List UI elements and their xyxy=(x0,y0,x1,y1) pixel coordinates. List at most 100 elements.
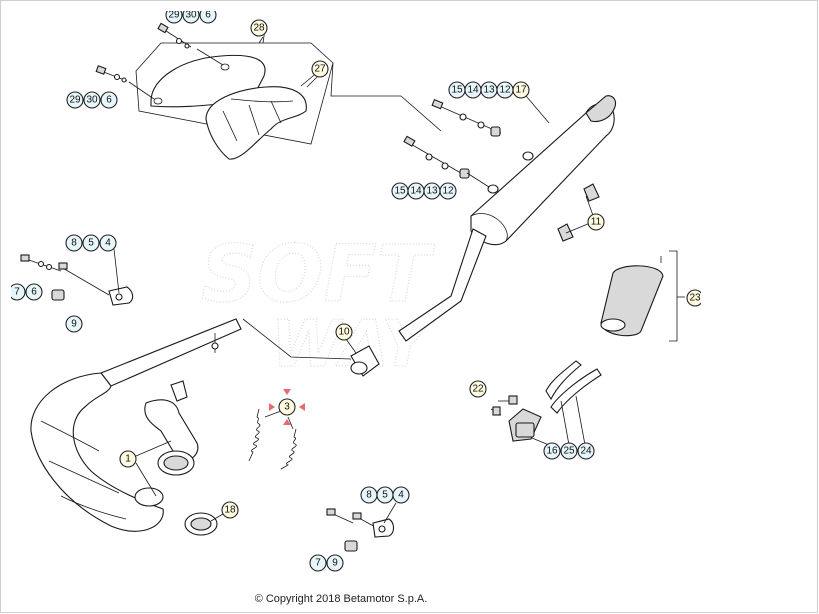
svg-text:6: 6 xyxy=(205,11,211,21)
chip-7[interactable]: 7 xyxy=(309,554,327,572)
group-clamp: 16 25 24 xyxy=(543,442,595,460)
svg-text:30: 30 xyxy=(86,95,98,106)
svg-text:SOFT: SOFT xyxy=(201,230,436,320)
chip-14[interactable]: 14 xyxy=(407,182,425,200)
svg-text:17: 17 xyxy=(515,85,527,96)
chip-12[interactable]: 12 xyxy=(439,182,457,200)
chip-29[interactable]: 29 xyxy=(66,91,84,109)
chip-9[interactable]: 9 xyxy=(65,315,83,333)
chip-9[interactable]: 9 xyxy=(326,554,344,572)
callout-22[interactable]: 22 xyxy=(469,380,487,398)
svg-text:29: 29 xyxy=(168,11,180,21)
chip-4[interactable]: 4 xyxy=(99,234,117,252)
svg-text:6: 6 xyxy=(31,287,37,298)
svg-text:6: 6 xyxy=(106,95,112,106)
svg-text:15: 15 xyxy=(394,186,406,197)
callout-27[interactable]: 27 xyxy=(311,60,329,78)
right-bracket-parts xyxy=(326,508,395,552)
svg-text:10: 10 xyxy=(338,327,350,338)
group-left-screws: 29 30 6 xyxy=(66,91,118,109)
chip-25[interactable]: 25 xyxy=(560,442,578,460)
chip-30[interactable]: 30 xyxy=(83,91,101,109)
svg-text:14: 14 xyxy=(410,186,422,197)
callout-11[interactable]: 11 xyxy=(587,213,605,231)
chip-8[interactable]: 8 xyxy=(65,234,83,252)
group-left-bracket-9: 9 xyxy=(65,315,83,333)
chip-14[interactable]: 14 xyxy=(464,81,482,99)
chip-8[interactable]: 8 xyxy=(360,486,378,504)
chip-13[interactable]: 13 xyxy=(480,81,498,99)
svg-text:30: 30 xyxy=(185,11,197,21)
chip-13[interactable]: 13 xyxy=(423,182,441,200)
chip-29[interactable]: 29 xyxy=(165,11,183,24)
exploded-parts-diagram: SOFT WAY xyxy=(11,11,701,572)
group-right-bracket-top: 8 5 4 xyxy=(360,486,410,504)
chip-16[interactable]: 16 xyxy=(543,442,561,460)
clamp-parts xyxy=(490,360,602,446)
connector-sleeve xyxy=(345,338,380,377)
svg-text:5: 5 xyxy=(88,238,94,249)
svg-text:24: 24 xyxy=(580,446,592,457)
copyright-text: © Copyright 2018 Betamotor S.p.A. xyxy=(254,593,428,605)
group-left-bracket-top: 8 5 4 xyxy=(65,234,117,252)
svg-text:15: 15 xyxy=(451,85,463,96)
left-bracket-parts xyxy=(20,254,134,306)
callout-23[interactable]: 23 xyxy=(686,289,701,307)
exhaust-pipe xyxy=(30,318,242,536)
chip-12[interactable]: 12 xyxy=(496,81,514,99)
callout-3[interactable]: 3 xyxy=(278,398,296,416)
callout-28[interactable]: 28 xyxy=(250,19,268,37)
chip-6[interactable]: 6 xyxy=(199,11,217,24)
svg-text:7: 7 xyxy=(315,558,321,569)
svg-text:7: 7 xyxy=(14,287,20,298)
svg-text:18: 18 xyxy=(224,505,236,516)
heat-shield-screws xyxy=(95,22,224,100)
svg-text:1: 1 xyxy=(125,454,131,465)
svg-text:14: 14 xyxy=(467,85,479,96)
diagram-panel: SOFT WAY xyxy=(11,11,701,606)
svg-text:4: 4 xyxy=(105,238,111,249)
softway-watermark: SOFT WAY xyxy=(200,229,436,382)
group-muffler-rear: 15 14 13 12 xyxy=(448,81,514,99)
svg-text:25: 25 xyxy=(563,446,575,457)
svg-text:12: 12 xyxy=(442,186,454,197)
svg-text:22: 22 xyxy=(472,384,484,395)
svg-text:23: 23 xyxy=(689,293,701,304)
callout-10[interactable]: 10 xyxy=(335,323,353,341)
svg-text:13: 13 xyxy=(426,186,438,197)
callout-18[interactable]: 18 xyxy=(221,501,239,519)
group-muffler-front: 15 14 13 12 xyxy=(391,182,457,200)
chip-6[interactable]: 6 xyxy=(100,91,118,109)
muffler xyxy=(398,95,616,342)
chip-15[interactable]: 15 xyxy=(448,81,466,99)
svg-text:3: 3 xyxy=(284,402,290,413)
svg-text:9: 9 xyxy=(332,558,338,569)
svg-text:28: 28 xyxy=(253,23,265,34)
group-right-bracket-bottom: 7 9 xyxy=(309,554,344,572)
svg-text:8: 8 xyxy=(366,490,372,501)
chip-5[interactable]: 5 xyxy=(376,486,394,504)
svg-text:16: 16 xyxy=(546,446,558,457)
muffler-rear-bolts xyxy=(403,99,502,188)
callout-1[interactable]: 1 xyxy=(119,450,137,468)
svg-text:13: 13 xyxy=(483,85,495,96)
svg-text:4: 4 xyxy=(398,490,404,501)
svg-text:9: 9 xyxy=(71,319,77,330)
svg-text:12: 12 xyxy=(499,85,511,96)
chip-15[interactable]: 15 xyxy=(391,182,409,200)
group-left-bracket-bottom: 7 6 xyxy=(11,283,43,301)
springs xyxy=(248,389,305,470)
chip-4[interactable]: 4 xyxy=(392,486,410,504)
chip-7[interactable]: 7 xyxy=(11,283,26,301)
chip-6[interactable]: 6 xyxy=(25,283,43,301)
svg-text:27: 27 xyxy=(314,64,326,75)
heat-shield-group xyxy=(135,36,334,160)
group-top-screws: 29 30 6 xyxy=(165,11,217,24)
chip-24[interactable]: 24 xyxy=(577,442,595,460)
chip-30[interactable]: 30 xyxy=(182,11,200,24)
callout-17[interactable]: 17 xyxy=(512,81,530,99)
chip-5[interactable]: 5 xyxy=(82,234,100,252)
svg-text:29: 29 xyxy=(69,95,81,106)
svg-text:11: 11 xyxy=(591,217,602,228)
